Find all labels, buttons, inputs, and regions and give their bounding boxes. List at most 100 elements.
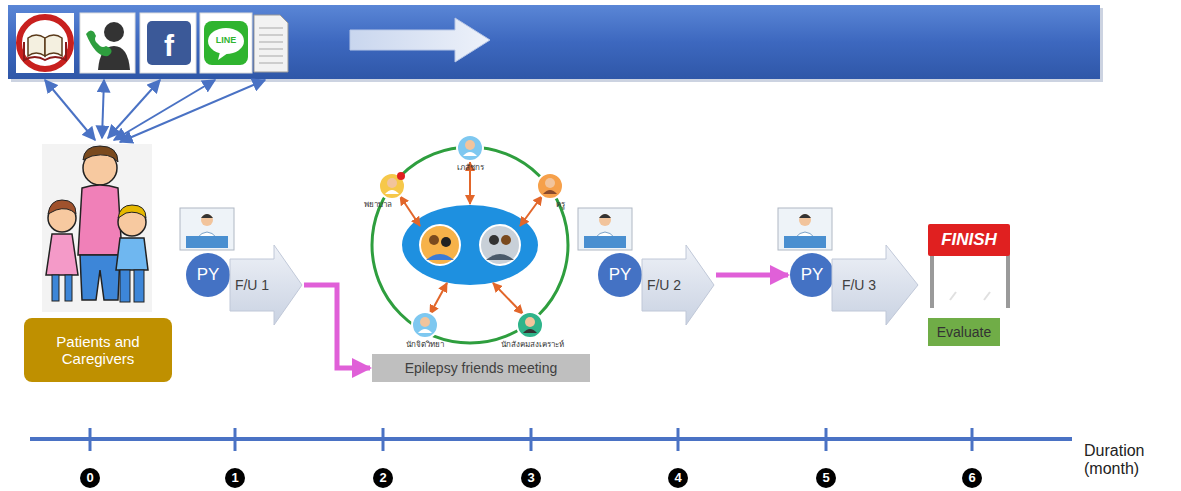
doctor-icon — [778, 208, 832, 250]
document-icon — [259, 48, 283, 50]
book-icon — [16, 13, 74, 73]
follow-up-arrow: F/U 1 — [230, 245, 302, 325]
timeline-axis — [971, 428, 974, 451]
family-figure — [78, 185, 122, 255]
doctor-icon — [201, 214, 213, 218]
media-bar — [350, 18, 490, 62]
doctor-icon — [799, 214, 811, 226]
role-icon — [517, 312, 543, 338]
line-icon — [218, 52, 228, 60]
month-number: 4 — [674, 471, 681, 485]
family-figure — [65, 275, 72, 301]
icon-letter: LINE — [216, 36, 237, 46]
family-figure — [80, 255, 120, 300]
timeline-axis — [225, 468, 245, 488]
timeline-axis — [816, 468, 836, 488]
role-icon — [379, 135, 563, 338]
node-text: F/U 3 — [834, 277, 884, 293]
connector-arrow — [716, 273, 788, 278]
node-text: PY — [609, 265, 632, 285]
media-bar — [8, 5, 1103, 82]
month-number: 6 — [968, 471, 975, 485]
node-text: Patients and Caregivers — [30, 333, 166, 368]
support-link-arrow — [493, 283, 523, 314]
role-label: นักสังคมสงเคราะห์ — [501, 341, 564, 350]
media-link-arrow — [114, 80, 215, 140]
step-circle: PY — [598, 253, 642, 297]
doctor-icon — [584, 236, 626, 248]
finish-banner: FINISH — [928, 224, 1010, 256]
doctor-icon — [784, 236, 826, 248]
facebook-icon — [140, 13, 196, 73]
timeline-axis — [825, 428, 828, 451]
month-number: 5 — [822, 471, 829, 485]
support-link-arrow — [400, 162, 542, 314]
timeline-axis — [234, 428, 237, 451]
timeline-axis — [373, 468, 393, 488]
timeline-axis — [521, 468, 541, 488]
family-figure — [42, 144, 152, 312]
doctor-icon — [778, 208, 832, 250]
follow-up-arrow: F/U 2 — [642, 245, 714, 325]
role-icon — [412, 312, 438, 338]
document-icon — [259, 55, 283, 57]
role-icon — [387, 178, 397, 188]
role-icon — [463, 152, 477, 156]
month-number: 2 — [379, 471, 386, 485]
role-icon — [457, 135, 483, 161]
document-icon — [254, 15, 288, 72]
family-figure — [134, 270, 144, 302]
icon-letter: f — [164, 29, 174, 62]
support-link-arrow — [400, 196, 420, 226]
node-text: FINISH — [941, 230, 997, 250]
doctor-icon — [599, 214, 611, 226]
media-link-arrow — [45, 80, 95, 140]
node-text: PY — [197, 265, 220, 285]
finish-post — [950, 292, 956, 300]
role-icon — [420, 317, 430, 327]
role-icon — [379, 173, 405, 199]
month-number: 0 — [86, 471, 93, 485]
line-icon — [200, 13, 252, 73]
support-network-ring — [489, 235, 499, 245]
doctor-icon — [201, 214, 213, 226]
support-link-arrow — [520, 196, 542, 226]
book-icon — [45, 35, 62, 56]
node-text: Evaluate — [937, 324, 991, 340]
meeting-box: Epilepsy friends meeting — [372, 354, 590, 382]
support-network-ring — [426, 254, 454, 260]
doctor-icon — [180, 208, 234, 250]
book-icon — [16, 13, 74, 73]
role-label: เภสัชกร — [457, 164, 484, 173]
family-figure — [48, 200, 76, 214]
line-icon — [200, 13, 252, 73]
doctor-icon — [599, 214, 611, 218]
family-figure — [118, 205, 146, 218]
timeline-axis — [30, 428, 1072, 488]
support-network-ring — [402, 205, 538, 285]
doctor-icon — [578, 208, 632, 250]
timeline-axis — [962, 468, 982, 488]
support-network-ring — [441, 237, 451, 247]
doctor-icon — [578, 208, 632, 250]
line-icon — [208, 28, 244, 54]
timeline-axis — [382, 428, 385, 451]
chevron-shape — [230, 245, 302, 325]
role-icon — [418, 329, 432, 333]
role-icon — [465, 140, 475, 150]
family-figure — [42, 144, 152, 312]
node-text: F/U 1 — [232, 277, 272, 293]
month-number: 3 — [527, 471, 534, 485]
role-icon — [545, 178, 555, 188]
doctor-icon — [180, 208, 234, 250]
support-network-ring — [372, 147, 568, 343]
support-network-ring — [429, 235, 439, 245]
step-circle: PY — [186, 253, 230, 297]
document-icon — [259, 41, 283, 43]
family-figure — [52, 275, 59, 301]
family-figure — [83, 146, 118, 162]
role-icon — [397, 172, 405, 180]
timeline-axis — [80, 468, 100, 488]
finish-post — [984, 292, 990, 300]
